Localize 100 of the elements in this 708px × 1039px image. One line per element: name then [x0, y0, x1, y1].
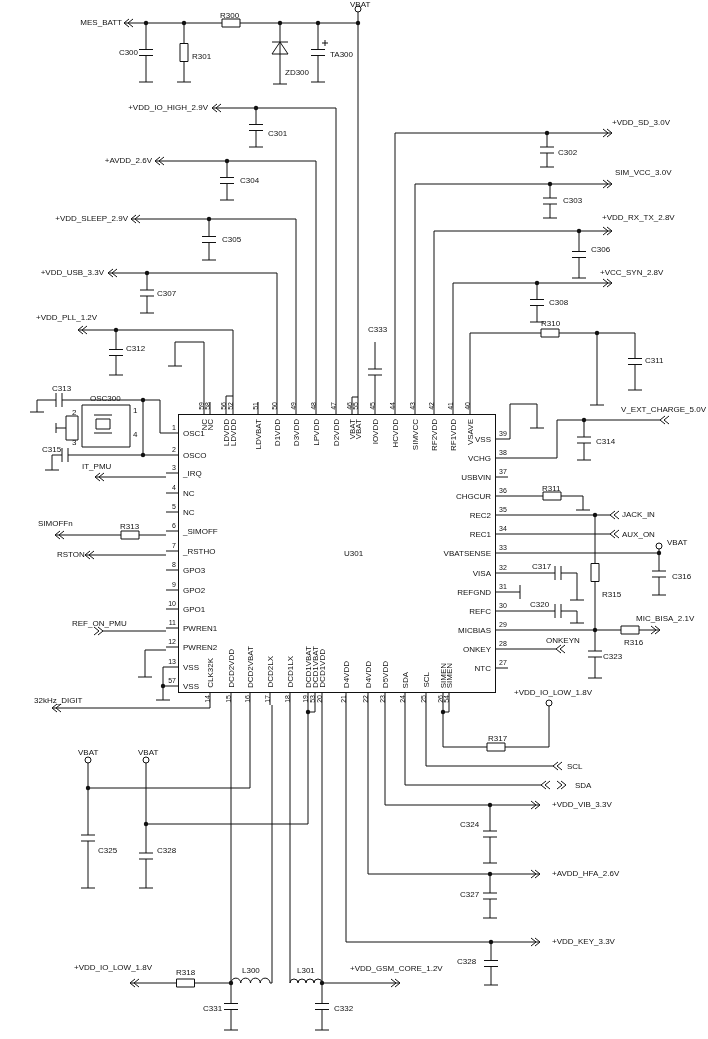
pin-name: VSS — [183, 682, 199, 691]
pin-name: GPO3 — [183, 566, 206, 575]
component-label: C302 — [558, 148, 578, 157]
net-label: +VDD_VIB_3.3V — [552, 800, 612, 809]
component-label: R300 — [220, 11, 240, 20]
net-label: AUX_ON — [622, 530, 655, 539]
net-label: +VDD_KEY_3.3V — [552, 937, 615, 946]
component-label: R310 — [541, 319, 561, 328]
net-label: JACK_IN — [622, 510, 655, 519]
component-label: C313 — [52, 384, 72, 393]
component-label: C323 — [603, 652, 623, 661]
component-label: OSC300 — [90, 394, 121, 403]
component-label: C308 — [549, 298, 569, 307]
net-label: +VCC_SYN_2.8V — [600, 268, 664, 277]
component-label: C317 — [532, 562, 552, 571]
pin-name: DCD2LX — [266, 656, 275, 688]
pin-name: D3VDD — [292, 419, 301, 447]
component-label: R317 — [488, 734, 508, 743]
net-label: MIC_BISA_2.1V — [636, 614, 695, 623]
pin-name: NC — [183, 489, 195, 498]
pin-name: LDVDD — [222, 419, 231, 447]
component-label: C332 — [334, 1004, 354, 1013]
net-label: 32kHz_DIGIT — [34, 696, 83, 705]
pin-name: D4VDD — [342, 660, 351, 688]
pin-name: CLK32K — [206, 658, 215, 688]
ic-chip-box — [178, 414, 496, 693]
pin-name: HCVDD — [391, 419, 400, 448]
pin-name: LPVDD — [312, 419, 321, 446]
chip-designator: U301 — [344, 549, 364, 558]
pin-number: 1 — [133, 406, 138, 415]
component-label: C306 — [591, 245, 611, 254]
net-label: IT_PMU — [82, 462, 112, 471]
component-label: C315 — [42, 445, 62, 454]
net-label: +VDD_SD_3.0V — [612, 118, 671, 127]
pin-name: RF2VDD — [430, 419, 439, 451]
pin-name: REFC — [469, 607, 491, 616]
pin-name: CHGCUR — [455, 492, 491, 501]
pin-name: NTC — [474, 664, 491, 673]
pin-name: DCD2VBAT — [246, 645, 255, 688]
pin-name: DCD1VDD — [318, 649, 327, 688]
pin-number: 4 — [133, 430, 138, 439]
pin-name: DCD2VDD — [227, 649, 236, 688]
net-label: SIMOFFn — [38, 519, 73, 528]
pin-name: _SIMOFF — [183, 527, 218, 536]
component-label: C311 — [645, 356, 664, 365]
pin-name: RF1VDD — [449, 419, 458, 451]
pin-name: NC — [200, 419, 209, 431]
pin-name: VCHG — [467, 454, 491, 463]
net-label: +VDD_RX_TX_2.8V — [602, 213, 675, 222]
pin-name: DCD1VBAT — [304, 645, 313, 688]
pin-name: SIMVCC — [411, 419, 420, 451]
net-label: +AVDD_HFA_2.6V — [552, 869, 620, 878]
component-label: L300 — [242, 966, 260, 975]
pin-name: REC2 — [469, 511, 491, 520]
component-label: C303 — [563, 196, 583, 205]
component-label: R301 — [192, 52, 212, 61]
component-label: C301 — [268, 129, 288, 138]
component-label: C328 — [157, 846, 177, 855]
pin-name: DCD1VBAT — [311, 645, 320, 688]
component-label: C314 — [596, 437, 616, 446]
pin-name: VSAVE — [466, 419, 475, 446]
component-label: C307 — [157, 289, 177, 298]
pin-name: DCD1LX — [286, 656, 295, 688]
component-label: C300 — [118, 48, 138, 57]
pin-name: VBAT — [354, 419, 363, 440]
net-label: +VDD_IO_LOW_1.8V — [74, 963, 153, 972]
net-label: VBAT — [138, 748, 159, 757]
pin-name: VISA — [472, 569, 491, 578]
pin-name: SCL — [422, 672, 431, 688]
component-label: R311 — [542, 484, 561, 493]
pin-name: IOVDD — [371, 419, 380, 445]
component-label: C325 — [98, 846, 118, 855]
pin-name: D5VDD — [381, 660, 390, 688]
component-label: R318 — [176, 968, 196, 977]
pin-number: 2 — [72, 408, 77, 417]
pin-name: D2VDD — [332, 419, 341, 447]
pin-name: D4VDD — [364, 660, 373, 688]
pin-name: USBVIN — [461, 473, 491, 482]
pin-number: 3 — [72, 438, 77, 447]
net-label: SDA — [575, 781, 592, 790]
net-label: SIM_VCC_3.0V — [615, 168, 672, 177]
pin-name: D1VDD — [273, 419, 282, 447]
pin-name: REFGND — [457, 588, 491, 597]
net-label: RSTON — [57, 550, 85, 559]
component-label: C316 — [672, 572, 692, 581]
component-label: C320 — [530, 600, 550, 609]
pin-name: VBATSENSE — [443, 549, 491, 558]
net-label: +VDD_PLL_1.2V — [36, 313, 98, 322]
component-label: C331 — [203, 1004, 223, 1013]
component-label: L301 — [297, 966, 315, 975]
pin-name: LDVDD — [229, 419, 238, 447]
net-label: V_EXT_CHARGE_5.0V — [621, 405, 706, 414]
net-label: MES_BATT — [80, 18, 122, 27]
pin-name: NC — [206, 419, 215, 431]
net-label: REF_ON_PMU — [72, 619, 127, 628]
pin-name: SIMEN — [445, 662, 454, 688]
pin-name: PWREN2 — [183, 643, 218, 652]
net-label: ONKEYN — [546, 636, 580, 645]
net-label: +VDD_GSM_CORE_1.2V — [350, 964, 443, 973]
net-label: +VDD_IO_LOW_1.8V — [514, 688, 593, 697]
